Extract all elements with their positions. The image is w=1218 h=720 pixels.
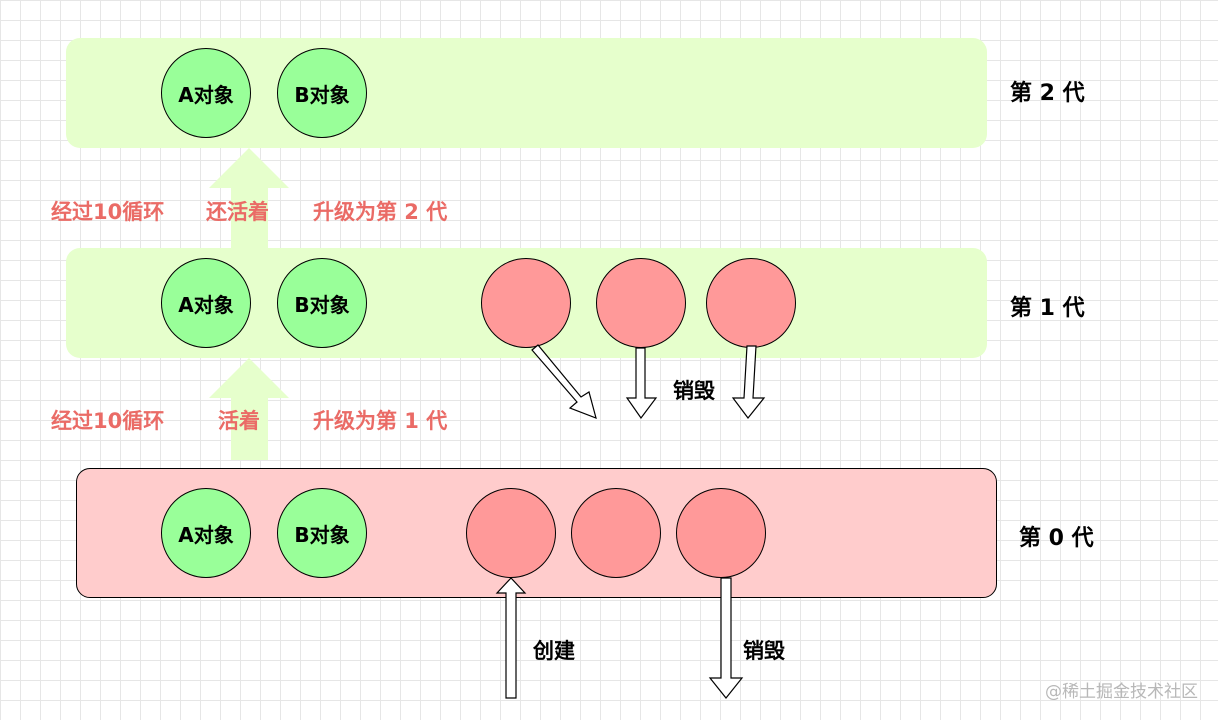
gen0-object-b: B对象 [277,488,367,578]
promote-text-lower: 升级为第 1 代 [313,409,448,433]
destroy-arrow-gen1-right [731,345,766,419]
destroy-label-gen0: 销毁 [743,639,785,663]
gen1-object-b: B对象 [277,258,367,348]
gen0-object-a: A对象 [161,488,251,578]
generation-2-label: 第 2 代 [1010,81,1085,106]
alive-text-upper: 还活着 [206,200,269,224]
gen2-object-b: B对象 [277,48,367,138]
gen1-dead-object-2 [596,258,686,348]
alive-text-lower: 活着 [218,409,260,433]
generation-0-label: 第 0 代 [1019,526,1094,551]
promote-arrow-0-to-1 [209,358,289,460]
gen0-new-object-1 [466,488,556,578]
promote-arrow-1-to-2 [209,148,289,248]
destroy-label-gen1: 销毁 [673,379,715,403]
destroy-arrow-gen1-middle [625,347,658,420]
watermark: @稀土掘金技术社区 [1045,682,1198,702]
generation-1-label: 第 1 代 [1010,296,1085,321]
cycles-text-upper: 经过10循环 [51,200,165,224]
gen2-object-a: A对象 [161,48,251,138]
gen0-new-object-3 [676,488,766,578]
create-label: 创建 [533,639,575,663]
destroy-arrow-diagonal [531,344,597,419]
destroy-arrow-gen0 [708,577,744,699]
gen1-dead-object-1 [481,258,571,348]
gen1-object-a: A对象 [161,258,251,348]
create-arrow [495,577,527,699]
gen1-dead-object-3 [706,258,796,348]
promote-text-upper: 升级为第 2 代 [313,200,448,224]
cycles-text-lower: 经过10循环 [51,409,165,433]
gen0-new-object-2 [571,488,661,578]
